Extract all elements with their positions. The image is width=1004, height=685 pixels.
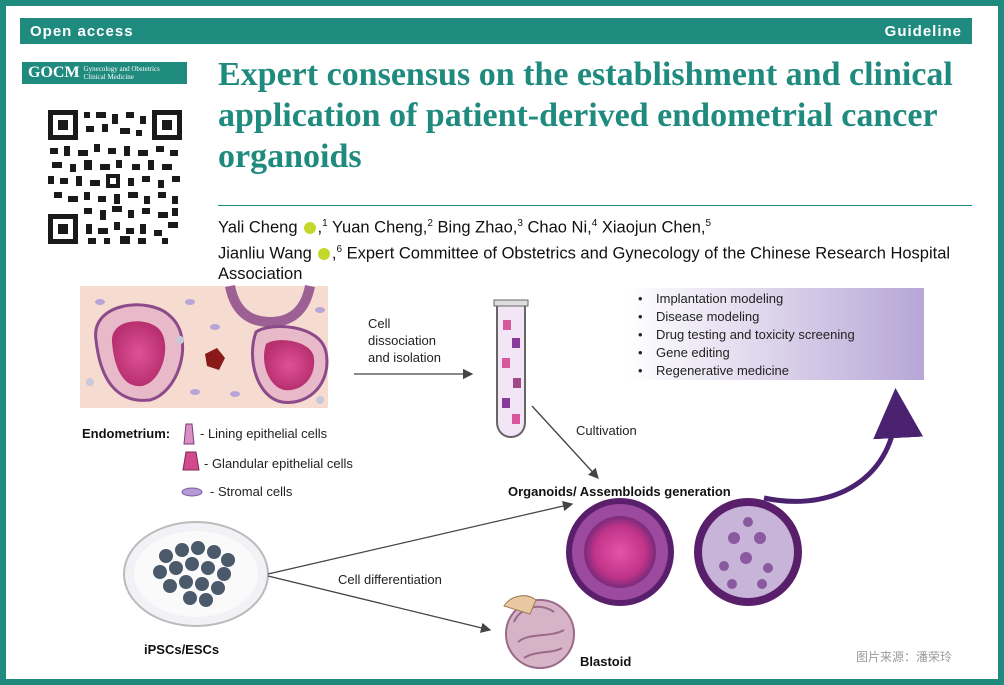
application-item: Implantation modeling — [656, 291, 783, 306]
cultivation-label: Cultivation — [576, 423, 637, 438]
svg-text:•: • — [638, 291, 643, 306]
ipsc-label: iPSCs/ESCs — [144, 642, 219, 657]
lining-cell-icon — [183, 423, 195, 445]
author-name: Chao Ni, — [527, 218, 592, 237]
committee-name: Expert Committee of Obstetrics and Gynec… — [218, 244, 951, 283]
image-source-watermark: 图片来源：潘荣玲 — [855, 650, 952, 664]
stromal-cell-icon — [181, 487, 203, 497]
application-item: Regenerative medicine — [656, 363, 789, 378]
title-divider — [218, 205, 972, 206]
endometrium-illustration — [80, 284, 329, 408]
blastoid-label: Blastoid — [580, 654, 631, 669]
application-item: Gene editing — [656, 345, 730, 360]
affiliation-marker: 5 — [705, 218, 712, 229]
endometrium-label: Endometrium: — [82, 426, 170, 441]
test-tube-icon — [493, 299, 529, 438]
svg-text:•: • — [638, 363, 643, 378]
legend-glandular: - Glandular epithelial cells — [204, 456, 353, 471]
organoid-illustration — [566, 498, 674, 606]
affiliation-marker: 6 — [336, 243, 343, 255]
organoids-label: Organoids/ Assembloids generation — [508, 484, 731, 499]
differentiation-arrow-up — [267, 500, 574, 575]
author-list: Yali Cheng,1 Yuan Cheng,2 Bing Zhao,3 Ch… — [218, 218, 951, 283]
application-item: Disease modeling — [656, 309, 759, 324]
legend-lining: - Lining epithelial cells — [200, 426, 328, 441]
affiliation-marker: 3 — [517, 218, 523, 229]
blastoid-illustration — [503, 595, 575, 669]
header-banner: Open access Guideline — [20, 18, 972, 44]
application-item: Drug testing and toxicity screening — [656, 327, 855, 342]
svg-text:•: • — [638, 345, 643, 360]
qr-code-icon[interactable] — [48, 110, 182, 244]
affiliation-marker: 2 — [427, 218, 433, 229]
affiliation-marker: 1 — [322, 218, 328, 229]
differentiation-arrow-down — [267, 575, 492, 633]
legend-stromal: - Stromal cells — [210, 484, 293, 499]
article-title: Expert consensus on the establishment an… — [218, 56, 953, 175]
article-type-label: Guideline — [884, 22, 962, 40]
orcid-icon[interactable] — [317, 247, 330, 260]
arrow-label-line: dissociation — [368, 333, 436, 348]
petri-dish-illustration — [123, 521, 269, 627]
author-name: Xiaojun Chen, — [601, 218, 706, 237]
applications-box — [628, 288, 924, 380]
differentiation-label: Cell differentiation — [338, 572, 442, 587]
graphical-abstract: Cell dissociation and isolation • Implant… — [80, 284, 924, 669]
application-arrow — [763, 388, 924, 504]
glandular-cell-icon — [182, 451, 200, 471]
author-name: Bing Zhao, — [437, 218, 518, 237]
author-name: Jianliu Wang — [218, 244, 312, 262]
affiliation-marker: 4 — [591, 218, 598, 229]
author-name: Yali Cheng — [218, 218, 298, 237]
author-name: Yuan Cheng, — [331, 218, 428, 237]
cultivation-arrow — [531, 405, 599, 479]
applications-list: • Implantation modeling • Disease modeling… — [638, 291, 855, 378]
journal-abbr: GOCM — [28, 64, 80, 81]
journal-logo: GOCM Gynecology and Obstetrics Clinical … — [22, 62, 187, 84]
orcid-icon[interactable] — [303, 222, 316, 235]
arrow-label-line: and isolation — [368, 350, 441, 365]
open-access-label: Open access — [30, 22, 134, 40]
svg-text:•: • — [638, 309, 643, 324]
svg-text:•: • — [638, 327, 643, 342]
assembloid-illustration — [694, 498, 802, 606]
arrow-label-line: Cell — [368, 316, 391, 331]
journal-name: Gynecology and Obstetrics Clinical Medic… — [83, 65, 160, 81]
